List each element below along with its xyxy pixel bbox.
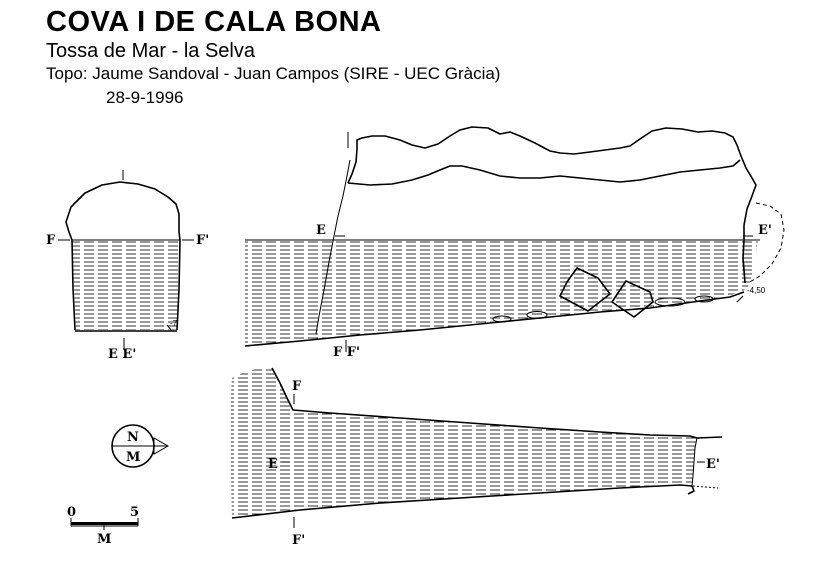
pebble-1 (492, 315, 512, 323)
plan-bottom-label: F' (292, 533, 305, 548)
longitudinal-cave-entry (347, 159, 741, 186)
compass-north-label: N (127, 430, 139, 445)
depth-marker-cross (166, 324, 173, 332)
survey-credits: Topo: Jaume Sandoval - Juan Campos (SIRE… (46, 64, 501, 83)
cross-section: F F' E E' -7 (46, 170, 209, 362)
rock-fault-line (315, 159, 351, 335)
compass-bottom-label: M (126, 450, 140, 465)
plan-entrance-dotted (692, 436, 723, 489)
pebble-4 (694, 295, 714, 303)
plan-upper-wall (271, 367, 723, 439)
cross-section-right-label: F' (196, 233, 209, 248)
survey-date: 28-9-1996 (106, 88, 184, 107)
longitudinal-depth: -4,50 (747, 286, 766, 295)
location-subtitle: Tossa de Mar - la Selva (46, 40, 255, 62)
scale-unit-label: M (97, 532, 111, 547)
scale-end-label: 5 (130, 505, 139, 520)
plan-right-label: E' (706, 457, 720, 472)
cross-section-depth: -7 (170, 319, 178, 328)
boulder-medium (611, 280, 654, 318)
longitudinal-right-label: E' (758, 223, 772, 238)
scale-start-label: 0 (67, 505, 76, 520)
plan-entrance-edge (691, 437, 698, 487)
longitudinal-section: E E' F F' -4,50 (244, 126, 785, 360)
plan-left-label: E (268, 457, 278, 472)
cross-section-outline (65, 181, 181, 331)
compass-arrow-icon (153, 437, 170, 455)
scale-bar: 0 5 M (67, 505, 139, 547)
plan-view: F F' E E' (231, 367, 723, 548)
longitudinal-ceiling (347, 126, 757, 284)
cross-section-bottom-label: E E' (108, 347, 136, 362)
pebble-3 (654, 297, 686, 307)
compass-icon: N M (111, 424, 170, 468)
exterior-dashed-outline (747, 202, 785, 284)
plan-top-label: F (292, 379, 302, 394)
cross-section-water (72, 240, 180, 330)
cave-title: COVA I DE CALA BONA (46, 6, 382, 38)
longitudinal-bottom-label: F F' (333, 345, 360, 360)
plan-lower-wall (231, 484, 695, 519)
depth-marker-long (736, 295, 744, 303)
pebble-2 (526, 311, 548, 319)
cross-section-left-label: F (46, 233, 56, 248)
longitudinal-water (245, 240, 758, 346)
boulder-large (559, 267, 611, 312)
longitudinal-left-label: E (316, 223, 326, 238)
